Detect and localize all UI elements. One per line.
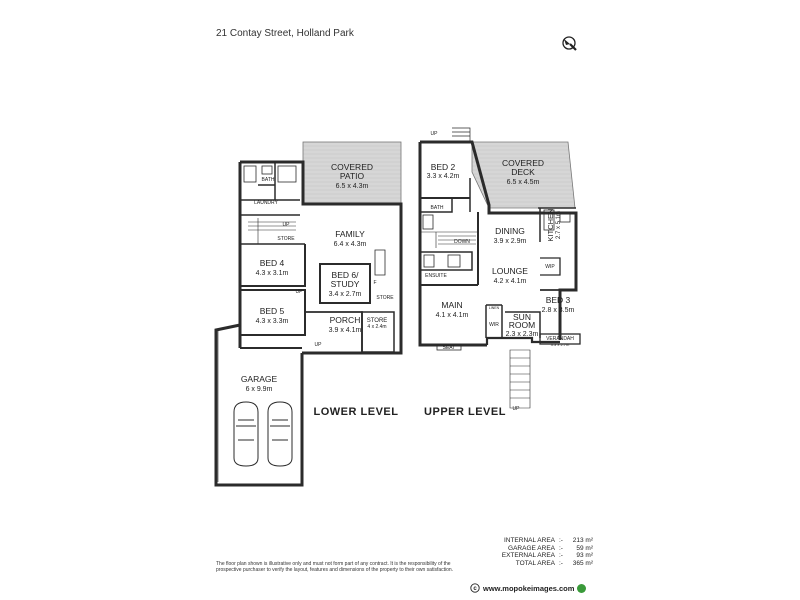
store-a-label: STORE [277, 236, 295, 242]
seat-label: SEAT [443, 345, 456, 351]
covered-patio-label-line2: PATIO [340, 171, 365, 181]
bed5-dim: 4.3 x 3.3m [256, 318, 289, 325]
svg-text:c: c [473, 586, 477, 592]
bed5-label: BED 5 [260, 306, 285, 316]
area-row: GARAGE AREA:-59 m² [508, 544, 593, 552]
compass-icon [562, 36, 577, 51]
wip-label: WIP [545, 264, 555, 270]
covered-deck-area [471, 141, 576, 209]
sunroom-label: SUN [513, 312, 531, 322]
covered-deck-label-line2: DECK [511, 167, 535, 177]
property-address: 21 Contay Street, Holland Park [216, 28, 354, 39]
upper-level-title: UPPER LEVEL [424, 406, 506, 418]
store-lower-dim: 4 x 2.4m [367, 324, 386, 330]
laundry-label: LAUNDRY [254, 200, 278, 206]
up-rear-label: UP [431, 131, 439, 137]
store-b-label: STORE [376, 295, 394, 301]
area-row: TOTAL AREA:-365 m² [515, 559, 593, 567]
f-label: F [373, 280, 376, 286]
main-dim: 4.1 x 4.1m [436, 312, 469, 319]
ensuite-label: ENSUITE [425, 273, 447, 279]
kitchen-label: KITCHEN [546, 209, 555, 242]
dining-label: DINING [495, 226, 525, 236]
bed6-label: BED 6/ [332, 270, 360, 280]
bath-lower-label: BATH [262, 177, 275, 183]
room-labels: COVERED PATIO 6.5 x 4.3m FAMILY 6.4 x 4.… [241, 158, 575, 393]
lounge-label: LOUNGE [492, 266, 528, 276]
area-summary: INTERNAL AREA:-213 m² GARAGE AREA:-59 m²… [478, 537, 595, 567]
bed3-label: BED 3 [546, 295, 571, 305]
bed3-dim: 2.8 x 3.5m [542, 307, 575, 314]
disclaimer-text: The floor plan shown is illustrative onl… [216, 561, 454, 573]
sunroom-dim: 2.3 x 2.3m [506, 331, 539, 338]
porch-dim: 3.9 x 4.1m [329, 327, 362, 334]
covered-deck-label: COVERED [502, 158, 544, 168]
family-dim: 6.4 x 4.3m [334, 241, 367, 248]
covered-patio-area [302, 141, 402, 205]
bed2-dim: 3.3 x 4.2m [427, 173, 460, 180]
bed2-label: BED 2 [431, 162, 456, 172]
verandah-box [539, 333, 581, 345]
linen-label: LINEN [489, 306, 500, 310]
copyright-icon: c [470, 583, 480, 593]
family-label: FAMILY [335, 229, 365, 239]
car-icons [233, 401, 293, 467]
up3-label: UP [315, 342, 323, 348]
up1-label: UP [283, 222, 291, 228]
covered-patio-label: COVERED [331, 162, 373, 172]
garage-label: GARAGE [241, 374, 278, 384]
kitchen-dim: 2.7 x 5.1m [556, 211, 562, 239]
dining-dim: 3.9 x 2.9m [494, 238, 527, 245]
bed6-dim: 3.4 x 2.7m [329, 291, 362, 298]
store-lower-label: STORE [367, 318, 388, 324]
bed4-dim: 4.3 x 3.1m [256, 270, 289, 277]
area-row: INTERNAL AREA:-213 m² [503, 537, 593, 544]
wir-label: WIR [489, 322, 499, 328]
bed4-label: BED 4 [260, 258, 285, 268]
upper-level-plan [418, 127, 581, 409]
covered-patio-dim: 6.5 x 4.3m [336, 183, 369, 190]
website-footer: c www.mopokeimages.com [470, 583, 587, 593]
bath-tub-lower [243, 165, 257, 183]
fixture-labels: BATH LAUNDRY STORE STORE UP UP UP UP F B… [254, 131, 555, 412]
lounge-dim: 4.2 x 4.1m [494, 278, 527, 285]
down-label: DOWN [454, 239, 470, 245]
lower-level-title: LOWER LEVEL [314, 406, 399, 418]
bath-upper-label: BATH [431, 205, 444, 211]
verandah-label: VERANDAH [546, 336, 574, 342]
mopoke-logo-icon [577, 583, 587, 593]
verandah-dim: 3.3 x 2.7m [551, 342, 570, 347]
main-label: MAIN [441, 300, 462, 310]
up2-label: UP [296, 289, 304, 295]
website-link[interactable]: www.mopokeimages.com [483, 583, 575, 593]
bed6-label-line2: STUDY [331, 279, 360, 289]
sunroom-label-line2: ROOM [509, 320, 535, 330]
garage-dim: 6 x 9.9m [246, 386, 273, 393]
porch-label: PORCH [330, 315, 361, 325]
up4-label: UP [513, 406, 521, 412]
area-row: EXTERNAL AREA:-93 m² [501, 552, 593, 559]
lower-level-plan [214, 141, 403, 487]
covered-deck-dim: 6.5 x 4.5m [507, 179, 540, 186]
